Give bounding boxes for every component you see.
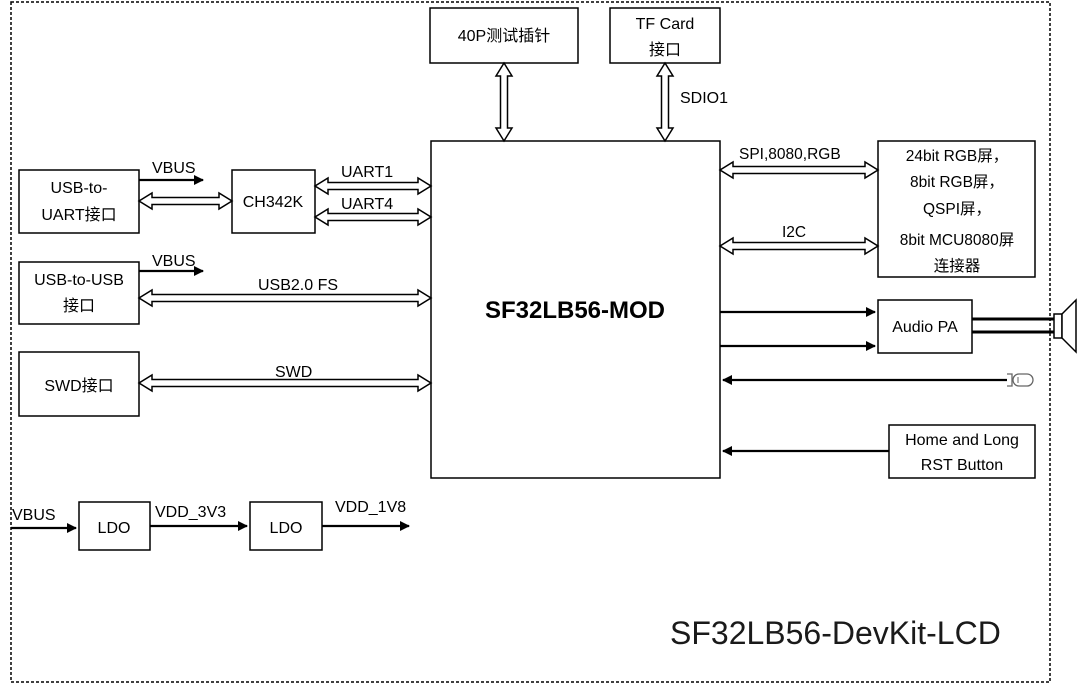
uart4-arrow <box>313 207 433 227</box>
display-label-line1: 24bit RGB屏， <box>906 148 1009 165</box>
swd-arrow <box>137 373 433 393</box>
ldo2-box <box>249 501 323 551</box>
sdio-arrow <box>655 61 675 143</box>
bus-connectors <box>137 61 880 393</box>
uart1-label: UART1 <box>341 164 393 181</box>
swd-box <box>18 351 140 417</box>
display-label-line4: 8bit MCU8080屏 <box>900 232 1015 249</box>
vbus-label-1: VBUS <box>152 160 196 177</box>
button-label-line2: RST Button <box>921 457 1003 474</box>
tf-card-label-line1: TF Card <box>636 16 695 33</box>
usb-fs-label: USB2.0 FS <box>258 277 338 294</box>
ch342k-box <box>231 169 316 234</box>
display-label-line3: QSPI屏， <box>923 201 991 218</box>
microphone-icon <box>1007 373 1034 387</box>
vbus-label-2: VBUS <box>152 253 196 270</box>
tf-card-label-line2: 接口 <box>649 41 681 59</box>
usb-uart-label-line1: USB-to- <box>51 180 108 197</box>
display-label-line5: 连接器 <box>934 257 981 275</box>
display-connector-box <box>877 140 1036 278</box>
spi-arrow <box>718 160 880 180</box>
swd-signal-label: SWD <box>275 364 312 381</box>
ch342k-label: CH342K <box>243 194 304 211</box>
tf-card-box <box>609 7 721 64</box>
vdd-1v8-label: VDD_1V8 <box>335 499 406 516</box>
usb-fs-arrow <box>137 288 433 308</box>
ldo2-label: LDO <box>270 520 303 537</box>
display-label-line2: 8bit RGB屏， <box>910 174 1004 191</box>
usb-usb-label-line1: USB-to-USB <box>34 272 124 289</box>
board-title: SF32LB56-DevKit-LCD <box>670 615 1001 651</box>
usb-uart-ch342k-arrow <box>137 191 234 211</box>
vdd-3v3-label: VDD_3V3 <box>155 504 226 521</box>
button-box <box>888 424 1036 479</box>
i2c-arrow <box>718 236 880 256</box>
test-pins-box <box>429 7 579 64</box>
usb-usb-box <box>18 261 140 325</box>
test-pins-label: 40P测试插针 <box>458 27 550 45</box>
ldo1-label: LDO <box>98 520 131 537</box>
sdio-label: SDIO1 <box>680 90 728 107</box>
main-module-label: SF32LB56-MOD <box>485 297 665 324</box>
ldo1-box <box>78 501 151 551</box>
main-module-box <box>430 140 721 479</box>
swd-box-label: SWD接口 <box>44 377 113 395</box>
i2c-label: I2C <box>782 224 806 241</box>
audio-pa-label: Audio PA <box>892 319 958 336</box>
audio-pa-box <box>877 299 973 354</box>
spi-label: SPI,8080,RGB <box>739 146 841 163</box>
usb-usb-label-line2: 接口 <box>63 297 95 315</box>
vbus-in-label: VBUS <box>12 507 56 524</box>
uart4-label: UART4 <box>341 196 393 213</box>
speaker-icon <box>1053 298 1077 354</box>
usb-uart-label-line2: UART接口 <box>41 206 116 224</box>
uart1-arrow <box>313 176 433 196</box>
usb-uart-box <box>18 169 140 234</box>
test-pins-arrow <box>494 61 514 143</box>
button-label-line1: Home and Long <box>905 432 1019 449</box>
board-boundary <box>10 1 1051 683</box>
